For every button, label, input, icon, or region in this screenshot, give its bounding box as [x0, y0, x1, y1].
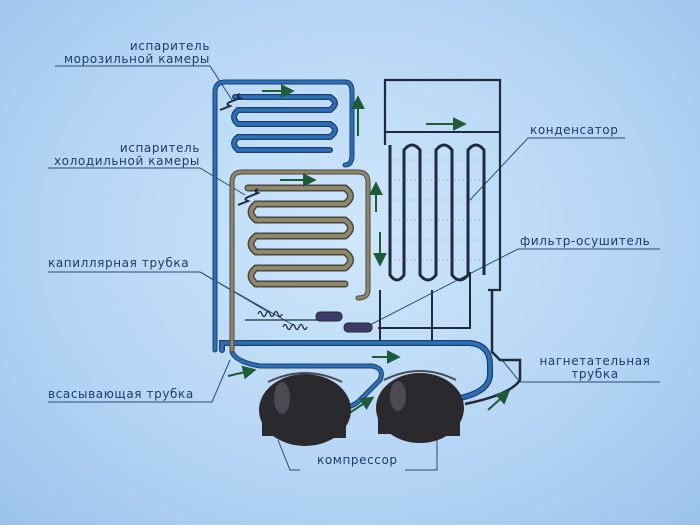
- arrow-suction: [227, 365, 257, 380]
- label-suction-tube: всасывающая трубка: [48, 387, 194, 401]
- label-capillary-tube: капиллярная трубка: [48, 256, 190, 270]
- filter-driers: [315, 311, 373, 333]
- label-fridge-evaporator-line1: испаритель: [119, 141, 200, 155]
- label-compressor: компрессор: [317, 453, 398, 467]
- leader-suction-tube: [48, 359, 231, 403]
- freezer-coil-fill: [232, 95, 337, 152]
- label-discharge-tube-line2: трубка: [571, 367, 619, 381]
- fridge-coil-fill: [246, 186, 353, 286]
- freezer-frame-fill: [213, 80, 354, 352]
- compressor-left-dome: [267, 372, 343, 383]
- leader-lines: [48, 65, 660, 471]
- label-freezer-evaporator: испаритель морозильной камеры: [40, 40, 210, 66]
- label-discharge-tube-line1: нагнетательная: [539, 354, 651, 368]
- condenser: [245, 78, 522, 406]
- arrow-compressor-right: [487, 390, 511, 411]
- suction-blue-pipe-fill: [220, 341, 492, 400]
- label-freezer-evaporator-line2: морозильной камеры: [63, 52, 210, 66]
- compressor-right-base: [378, 418, 460, 436]
- fridge-frame-fill: [230, 170, 370, 352]
- label-condenser: конденсатор: [530, 123, 619, 137]
- flow-arrows: [227, 84, 511, 415]
- label-fridge-evaporator: испаритель холодильной камеры: [30, 142, 200, 168]
- fridge-evaporator: [229, 169, 371, 353]
- compressor-left-base: [262, 420, 346, 438]
- leader-condenser: [469, 137, 625, 201]
- label-fridge-evaporator-line2: холодильной камеры: [53, 154, 200, 168]
- capillary-coil-2: [282, 323, 308, 331]
- leader-filter-drier: [369, 248, 660, 326]
- capillary-windings: [219, 93, 320, 331]
- arrow-compressor-left: [347, 396, 375, 415]
- capillary-freezer-coil: [219, 93, 243, 111]
- compressor-left-highlight: [274, 382, 290, 414]
- condenser-to-filter: [378, 272, 471, 329]
- filter-drier-2: [343, 322, 373, 333]
- discharge-line: [464, 290, 522, 406]
- condenser-outer-loop: [383, 78, 502, 292]
- label-filter-drier: фильтр-осушитель: [520, 234, 651, 248]
- condenser-serpentine: [388, 143, 486, 282]
- compressor-right: [376, 370, 464, 443]
- filter-drier-1: [315, 311, 343, 322]
- compressor-right-highlight: [390, 381, 406, 411]
- compressor-right-dome: [383, 370, 457, 381]
- suction-to-compressor-fill: [230, 350, 383, 410]
- leader-compressor-left: [277, 439, 300, 471]
- compressor-left: [259, 372, 351, 446]
- freezer-evaporator: [212, 79, 493, 411]
- capillary-coil-1: [257, 310, 283, 318]
- leader-freezer-evaporator: [55, 65, 233, 101]
- capillary-fridge-coil: [237, 188, 261, 206]
- label-freezer-evaporator-line1: испаритель: [129, 39, 210, 53]
- label-discharge-tube: нагнетательная трубка: [530, 355, 660, 381]
- leader-compressor-right: [405, 440, 438, 471]
